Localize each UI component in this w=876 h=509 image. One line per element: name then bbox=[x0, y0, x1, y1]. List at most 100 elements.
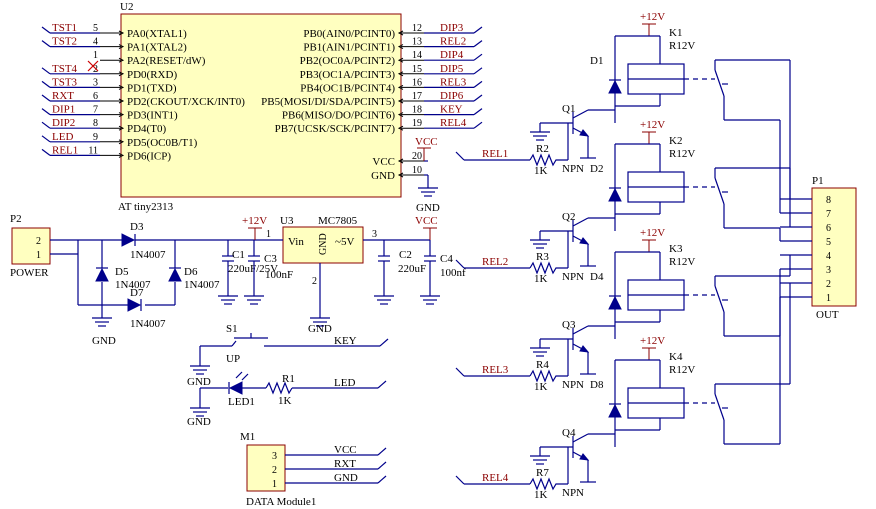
transistor-type: NPN bbox=[562, 271, 584, 283]
u2-pin-number: 4 bbox=[93, 37, 98, 48]
relay-ref: K3 bbox=[669, 243, 683, 255]
u2-pin-name: PB0(AIN0/PCINT0) bbox=[303, 28, 395, 40]
relay-contact-icon bbox=[714, 60, 728, 120]
m1-ref: M1 bbox=[240, 431, 255, 443]
resistor-value: 1K bbox=[534, 489, 548, 501]
net-label: TST1 bbox=[52, 22, 77, 34]
relay-contact-icon bbox=[714, 276, 728, 336]
resistor-ref: R3 bbox=[536, 251, 549, 263]
u3-gnd-label: GND bbox=[308, 323, 332, 335]
resistor-value: 1K bbox=[534, 165, 548, 177]
plus12-label: +12V bbox=[640, 227, 665, 239]
net-label: REL1 bbox=[482, 148, 508, 160]
no-connect-icon bbox=[87, 60, 99, 72]
u2-pin-number: 18 bbox=[412, 105, 422, 116]
transistor-ref: Q1 bbox=[562, 103, 575, 115]
c1-value: 220uF/25V bbox=[228, 263, 278, 275]
p1-pin-number: 1 bbox=[826, 293, 831, 304]
u2-pin-number: 7 bbox=[93, 105, 98, 116]
base-resistor bbox=[529, 477, 568, 491]
u2-pin-name: PD3(INT1) bbox=[127, 110, 178, 122]
push-button-icon bbox=[200, 333, 389, 347]
u2-pin-number: 6 bbox=[93, 91, 98, 102]
u2-right-pins: 12PB0(AIN0/PCINT0)DIP313PB1(AIN1/PCINT1)… bbox=[261, 22, 483, 182]
resistor-value: 1K bbox=[534, 381, 548, 393]
diode-d7 bbox=[127, 298, 142, 312]
c3-ref: C3 bbox=[264, 253, 277, 265]
u2-pin-number: 3 bbox=[93, 77, 98, 88]
p2-pin1: 1 bbox=[36, 250, 41, 261]
c2-value: 220uF bbox=[398, 263, 426, 275]
led-net: LED bbox=[334, 377, 355, 389]
u2-pin-name: PD6(ICP) bbox=[127, 150, 171, 162]
net-label: DIP4 bbox=[440, 49, 464, 61]
u2-pin-number: 10 bbox=[412, 165, 422, 176]
p1-pin-number: 8 bbox=[826, 195, 831, 206]
relay-ref: K1 bbox=[669, 27, 682, 39]
u3-pin3: 3 bbox=[372, 229, 377, 240]
p1-ref: P1 bbox=[812, 175, 824, 187]
u2-pin-name: PD2(CKOUT/XCK/INT0) bbox=[127, 96, 245, 108]
diode-ref: D4 bbox=[590, 271, 604, 283]
u2-pin-name: PA1(XTAL2) bbox=[127, 42, 187, 54]
u2-pin-name: PB5(MOSI/DI/SDA/PCINT5) bbox=[261, 96, 395, 108]
relay-contact-icon bbox=[714, 384, 728, 444]
m1-label: DATA Module1 bbox=[246, 496, 316, 508]
base-resistor bbox=[529, 261, 568, 275]
u3-pin2: 2 bbox=[312, 276, 317, 287]
net-label: REL4 bbox=[482, 472, 509, 484]
m1-net-vcc: VCC bbox=[334, 444, 357, 456]
u2-ref: U2 bbox=[120, 1, 133, 13]
net-label: REL2 bbox=[482, 256, 508, 268]
gnd-bridge-label: GND bbox=[92, 335, 116, 347]
m1-pin2: 2 bbox=[272, 465, 277, 476]
net-label: REL2 bbox=[440, 36, 466, 48]
net-label: REL1 bbox=[52, 144, 78, 156]
ground-icon bbox=[530, 455, 550, 465]
p2-connector bbox=[11, 227, 51, 265]
u2-pin-number: 17 bbox=[412, 91, 422, 102]
net-label: REL3 bbox=[482, 364, 509, 376]
key-net: KEY bbox=[334, 335, 357, 347]
m1-connector bbox=[246, 444, 286, 492]
io-section: S1 UP KEY GND GND bbox=[187, 323, 389, 508]
resistor-value: 1K bbox=[534, 273, 548, 285]
u2-pin-name: GND bbox=[371, 170, 395, 182]
p2-label: POWER bbox=[10, 267, 49, 279]
u3-pin1: 1 bbox=[266, 229, 271, 240]
transistor-ref: Q3 bbox=[562, 319, 576, 331]
u2-pin-name: PB1(AIN1/PCINT1) bbox=[303, 42, 395, 54]
p1-body bbox=[811, 187, 857, 307]
flyback-diode-icon bbox=[608, 295, 622, 310]
u2-pin-number: 14 bbox=[412, 50, 422, 61]
net-label: TST2 bbox=[52, 36, 77, 48]
u2-pin-name: VCC bbox=[372, 156, 395, 168]
c4-ref: C4 bbox=[440, 253, 453, 265]
net-label: RXT bbox=[52, 90, 74, 102]
ground-icon bbox=[374, 295, 440, 305]
power-section: P2 2 1 POWER D3 1N4007 D5 1N4007 bbox=[10, 136, 466, 347]
d6-ref: D6 bbox=[184, 266, 198, 278]
led1-ref: LED1 bbox=[228, 396, 255, 408]
transistor-ref: Q2 bbox=[562, 211, 575, 223]
diode-ref: D2 bbox=[590, 163, 603, 175]
p1-pin-number: 3 bbox=[826, 265, 831, 276]
u2-pin-name: PD1(TXD) bbox=[127, 82, 177, 94]
u2-part: AT tiny2313 bbox=[118, 201, 174, 213]
diode-d6 bbox=[168, 267, 182, 282]
p1-pin-number: 5 bbox=[826, 237, 831, 248]
net-label: DIP6 bbox=[440, 90, 464, 102]
u2-pin-name: PB6(MISO/DO/PCINT6) bbox=[282, 110, 395, 122]
p1-pin-number: 7 bbox=[826, 209, 831, 220]
relay-value: R12V bbox=[669, 40, 695, 52]
base-resistor bbox=[529, 153, 568, 167]
r1-ref: R1 bbox=[282, 373, 295, 385]
u2-vcc-label: VCC bbox=[415, 136, 438, 148]
u2-pin-name: PA0(XTAL1) bbox=[127, 28, 187, 40]
relay-ref: K4 bbox=[669, 351, 683, 363]
